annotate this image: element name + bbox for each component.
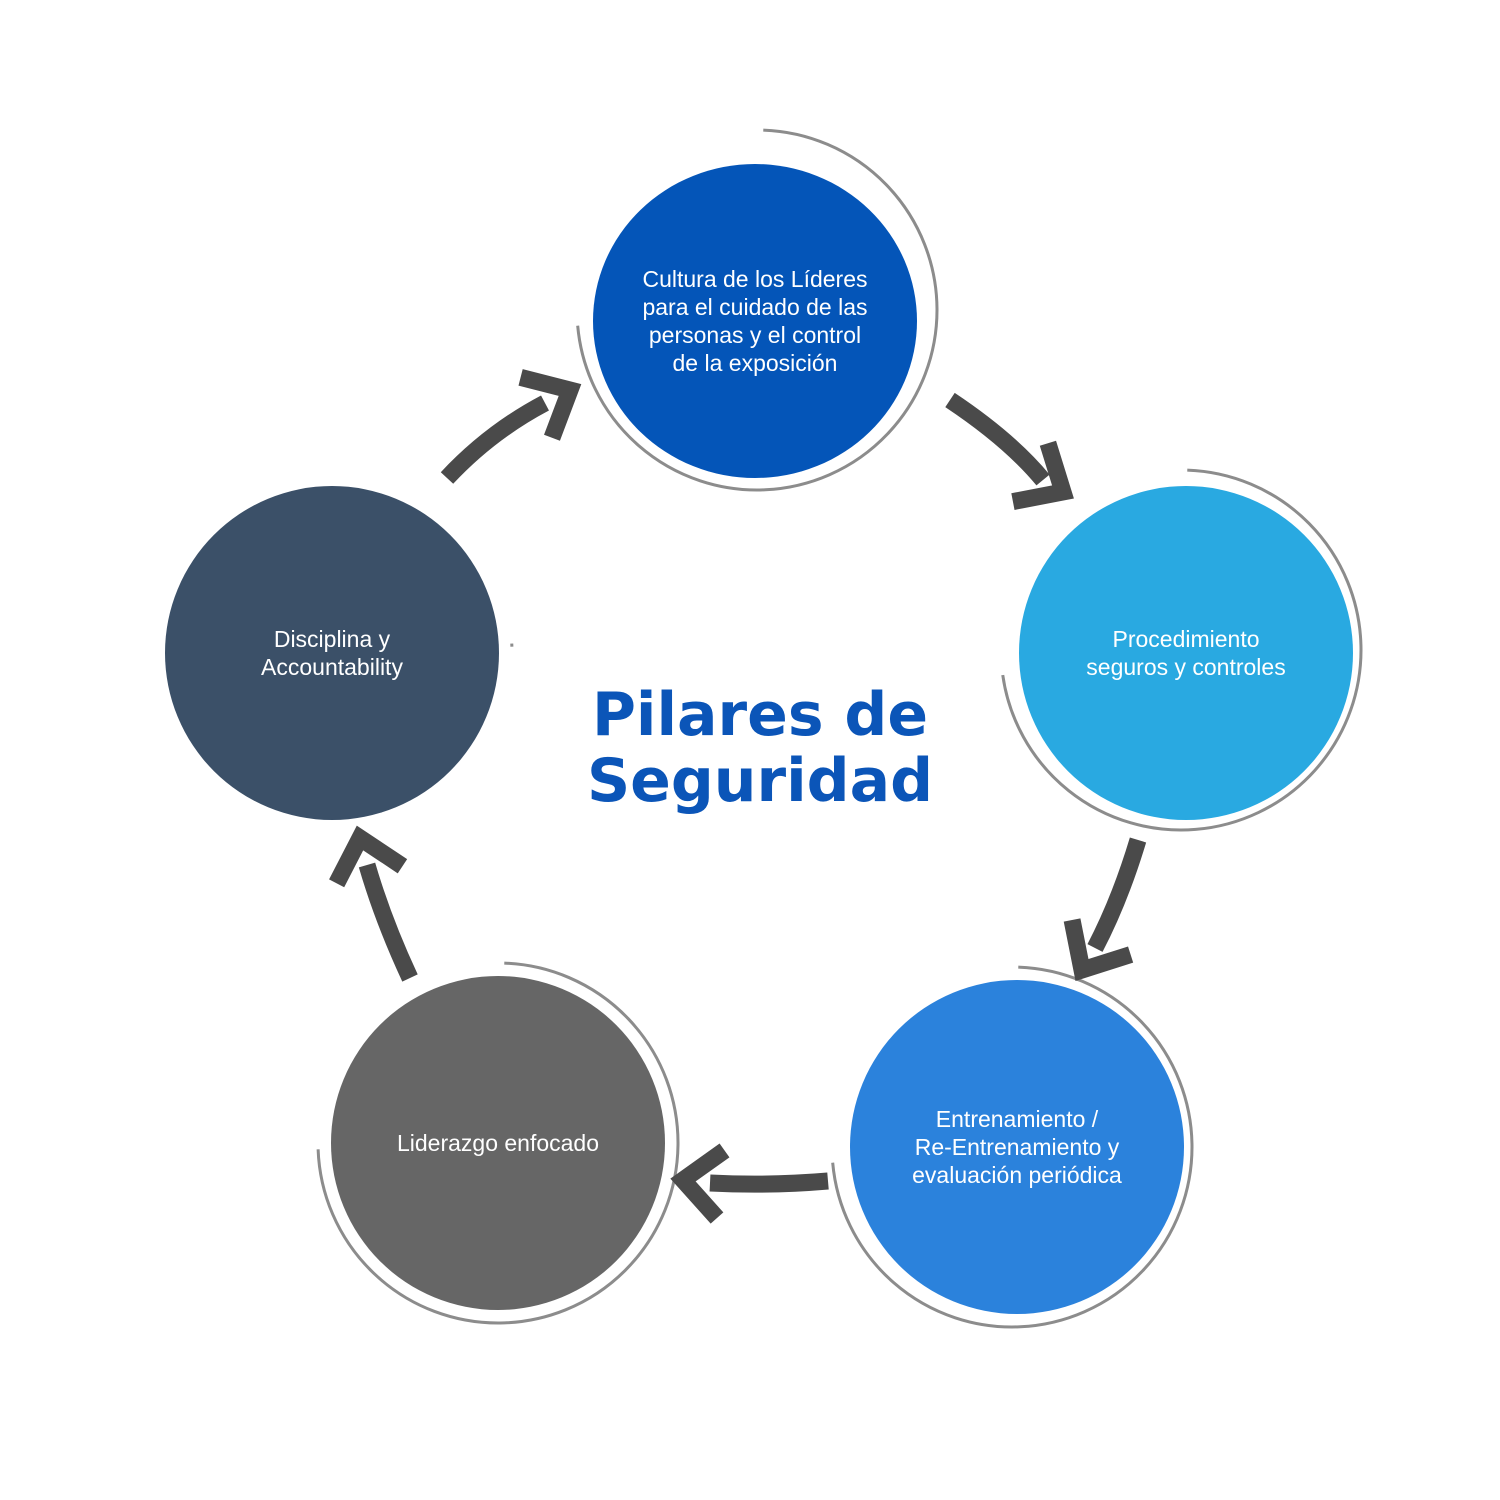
- node-disciplina: Disciplina y Accountability: [165, 486, 499, 820]
- node-entrenamiento: Entrenamiento / Re-Entrenamiento y evalu…: [850, 980, 1184, 1314]
- arrow-liderazgo-to-disciplina-head: [329, 825, 408, 888]
- arrow-procedimiento-to-entrenamiento: [1063, 837, 1147, 981]
- arrow-cultura-to-procedimiento: [945, 392, 1074, 510]
- arrow-entrenamiento-to-liderazgo: [670, 1143, 829, 1224]
- arrow-entrenamiento-to-liderazgo-head: [670, 1143, 730, 1224]
- ring-cultura: [576, 128, 939, 492]
- ring-liderazgo: [316, 961, 680, 1325]
- node-procedimiento: Procedimiento seguros y controles: [1019, 486, 1353, 820]
- arrow-disciplina-to-cultura-shaft: [440, 395, 549, 484]
- ring-entrenamiento: [831, 965, 1194, 1329]
- arrow-entrenamiento-to-liderazgo-shaft: [709, 1172, 829, 1193]
- node-cultura: Cultura de los Líderes para el cuidado d…: [593, 164, 917, 478]
- arrow-procedimiento-to-entrenamiento-head: [1063, 918, 1134, 981]
- arrow-disciplina-to-cultura: [440, 369, 582, 484]
- arrow-cultura-to-procedimiento-head: [1011, 440, 1074, 510]
- node-liderazgo-label: Liderazgo enfocado: [396, 1130, 600, 1156]
- arrow-cultura-to-procedimiento-shaft: [945, 392, 1050, 486]
- arrow-disciplina-to-cultura-head: [518, 369, 582, 441]
- arrow-liderazgo-to-disciplina: [329, 825, 418, 982]
- node-entrenamiento-label: Entrenamiento / Re-Entrenamiento y evalu…: [912, 1106, 1122, 1188]
- node-cultura-label: Cultura de los Líderes para el cuidado d…: [642, 266, 868, 376]
- node-liderazgo: Liderazgo enfocado: [331, 976, 665, 1310]
- arrow-liderazgo-to-disciplina-shaft: [358, 862, 418, 982]
- node-disciplina-label: Disciplina y Accountability: [261, 626, 403, 680]
- diagram-title-line-1: Pilares de: [591, 680, 929, 750]
- diagram-title-line-2: Seguridad: [586, 746, 934, 816]
- ring-procedimiento: [1001, 468, 1363, 832]
- arrow-procedimiento-to-entrenamiento-shaft: [1087, 837, 1147, 952]
- diagram-title: Pilares de Seguridad: [500, 682, 1020, 814]
- node-procedimiento-label: Procedimiento seguros y controles: [1086, 626, 1286, 680]
